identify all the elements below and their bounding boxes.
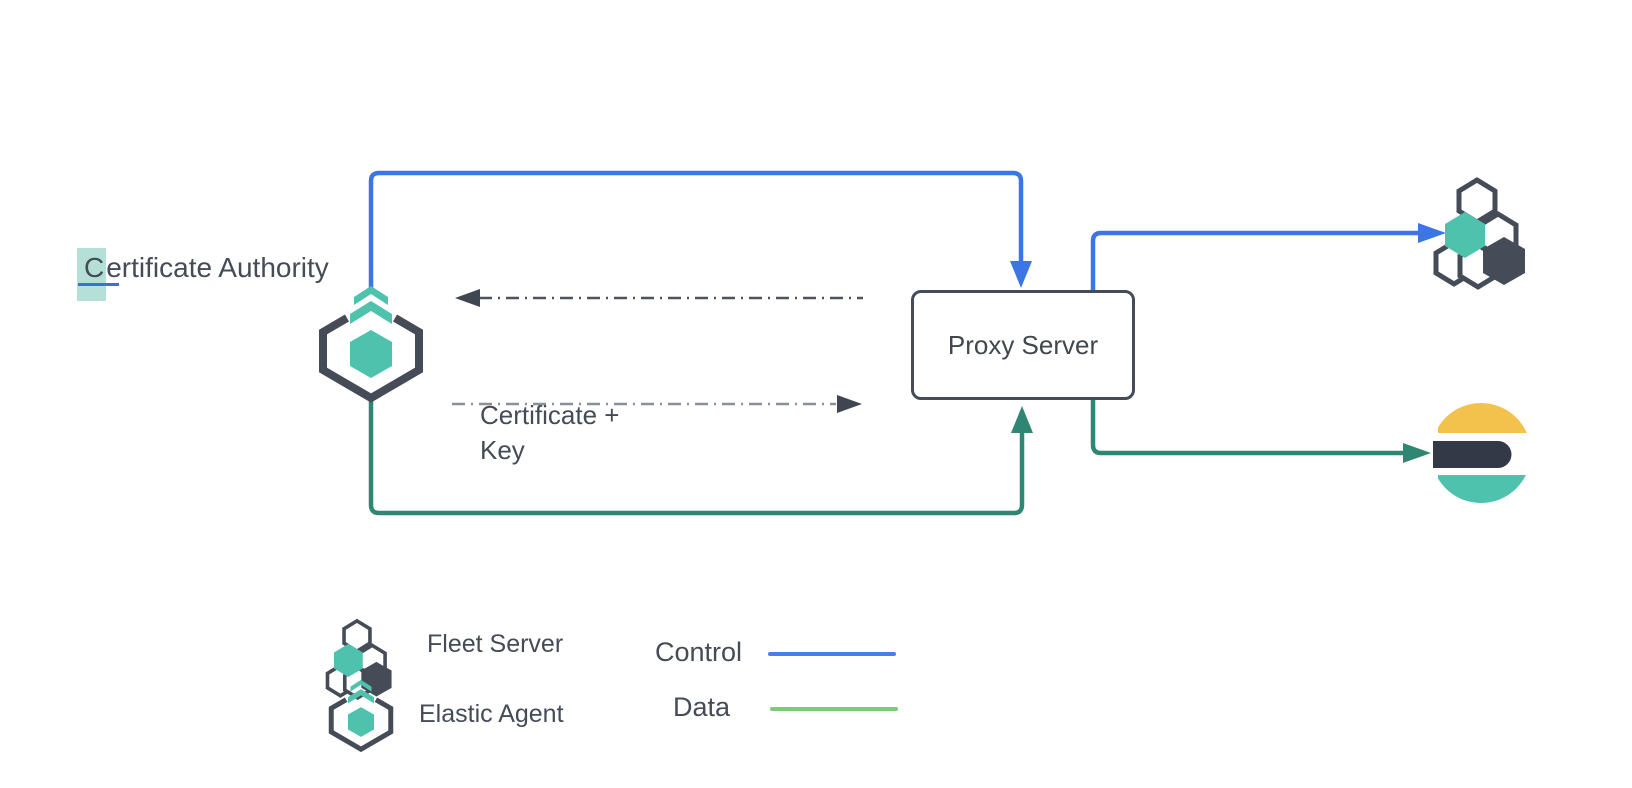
- certificate-authority-label[interactable]: Certificate Authority: [77, 248, 329, 301]
- legend-data-label: Data: [673, 692, 731, 722]
- elasticsearch-icon[interactable]: [1431, 403, 1531, 503]
- legend-control-line-swatch: [768, 652, 896, 656]
- certificate-key-line1: Certificate +: [480, 400, 620, 430]
- arrowhead-right-icon: [1403, 443, 1431, 463]
- certificate-authority-text: ertificate Authority: [106, 252, 329, 283]
- dashed-connector-agent-to-proxy[interactable]: [452, 395, 862, 413]
- arrowhead-up-icon: [1011, 406, 1033, 433]
- control-connector-proxy-to-fleet[interactable]: [1090, 223, 1446, 290]
- elastic-agent-icon[interactable]: [323, 286, 419, 398]
- fleet-server-icon[interactable]: [1436, 180, 1525, 287]
- arrowhead-right-icon: [1418, 223, 1446, 243]
- legend-fleet-server-icon: [325, 619, 394, 700]
- arrowhead-right-icon: [837, 395, 862, 413]
- data-connector-agent-to-proxy[interactable]: [368, 396, 1033, 516]
- arrowhead-left-icon: [455, 289, 480, 307]
- control-connector-agent-to-proxy[interactable]: [368, 170, 1032, 288]
- certificate-key-annotation[interactable]: Certificate + Key: [480, 398, 619, 468]
- selected-character: C: [77, 248, 107, 301]
- legend-fleet-server-label: Fleet Server: [427, 630, 564, 658]
- text-cursor-underline: [78, 283, 119, 286]
- data-connector-proxy-to-elasticsearch[interactable]: [1090, 400, 1431, 463]
- arrowhead-down-icon: [1010, 261, 1032, 288]
- legend-data-line-swatch: [770, 707, 898, 711]
- certificate-key-line2: Key: [480, 435, 525, 465]
- dashed-connector-proxy-to-agent[interactable]: [455, 289, 863, 307]
- legend-elastic-agent-label: Elastic Agent: [419, 700, 564, 728]
- legend-control-label: Control: [655, 637, 743, 667]
- proxy-server-label: Proxy Server: [947, 329, 1099, 360]
- proxy-server-node[interactable]: Proxy Server: [911, 290, 1135, 400]
